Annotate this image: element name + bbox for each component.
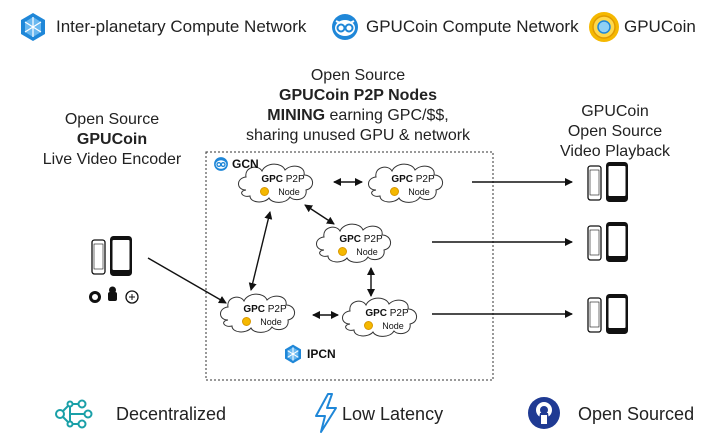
decentralized-icon	[54, 394, 96, 434]
node-3-coin-icon	[338, 247, 347, 256]
legend-gcn-icon	[330, 12, 360, 42]
playback-phones-2	[587, 221, 629, 263]
arrow-encoder-n4	[147, 257, 227, 304]
node-1-gpc: GPC	[261, 174, 283, 185]
node-4-gpc: GPC	[243, 304, 265, 315]
node-5-gpc: GPC	[365, 308, 387, 319]
network-boundary	[205, 151, 494, 381]
node-5-p2p: P2P	[386, 308, 409, 319]
nodes-header: Open Source GPUCoin P2P Nodes MINING ear…	[218, 66, 498, 146]
nodes-header-line1: Open Source	[310, 67, 406, 84]
playback-line2: Open Source	[567, 123, 663, 140]
gcn-label: GCN	[232, 157, 259, 171]
node-2-coin-icon	[390, 187, 399, 196]
node-1-label: GPC P2P Node	[256, 173, 310, 199]
node-2-p2p: P2P	[412, 174, 435, 185]
legend-coin-label: GPUCoin	[624, 17, 696, 36]
playback-phones-3	[587, 293, 629, 335]
node-2-node: Node	[408, 187, 430, 197]
node-1-coin-icon	[260, 187, 269, 196]
encoder-phones	[91, 235, 133, 277]
node-2-label: GPC P2P Node	[386, 173, 440, 199]
nodes-header-line2: GPUCoin P2P Nodes	[279, 87, 437, 104]
encoder-line3: Live Video Encoder	[42, 151, 182, 168]
legend-coin-icon	[588, 11, 620, 43]
node-4-node: Node	[260, 317, 282, 327]
nodes-header-line4: sharing unused GPU & network	[245, 127, 471, 144]
node-4-coin-icon	[242, 317, 251, 326]
lightning-icon	[312, 392, 340, 434]
node-4-label: GPC P2P Node	[238, 303, 292, 329]
playback-title: GPUCoin Open Source Video Playback	[540, 102, 690, 162]
arrow-n1-n4	[248, 211, 273, 291]
gcn-icon	[213, 156, 229, 172]
node-5-coin-icon	[364, 321, 373, 330]
node-1-node: Node	[278, 187, 300, 197]
node-3-node: Node	[356, 247, 378, 257]
node-1-p2p: P2P	[282, 174, 305, 185]
node-2-gpc: GPC	[391, 174, 413, 185]
node-3-p2p: P2P	[360, 234, 383, 245]
node-5-node: Node	[382, 321, 404, 331]
open-sourced-label: Open Sourced	[578, 404, 695, 424]
encoder-line1: Open Source	[64, 111, 160, 128]
legend-ipcn-icon	[18, 12, 48, 42]
legend-ipcn-label: Inter-planetary Compute Network	[56, 17, 307, 36]
node-3-label: GPC P2P Node	[334, 233, 388, 259]
platform-icons	[89, 286, 139, 304]
latency-label: Low Latency	[342, 404, 444, 424]
earning-label: earning GPC/$$,	[325, 107, 449, 124]
arrow-n1-n3	[304, 204, 335, 225]
playback-phones-1	[587, 161, 629, 203]
playback-line3: Video Playback	[560, 143, 670, 160]
open-source-icon	[526, 395, 562, 431]
node-3-gpc: GPC	[339, 234, 361, 245]
decentralized-label: Decentralized	[116, 404, 227, 424]
node-4-p2p: P2P	[264, 304, 287, 315]
node-5-label: GPC P2P Node	[360, 307, 414, 333]
encoder-line2: GPUCoin	[76, 131, 148, 148]
playback-line1: GPUCoin	[581, 103, 649, 120]
nodes-header-line3: MINING earning GPC/$$,	[218, 106, 498, 126]
legend-gcn-label: GPUCoin Compute Network	[366, 17, 579, 36]
ipcn-label: IPCN	[307, 347, 336, 361]
mining-label: MINING	[267, 107, 326, 124]
encoder-title: Open Source GPUCoin Live Video Encoder	[22, 110, 202, 170]
ipcn-icon	[283, 344, 303, 364]
